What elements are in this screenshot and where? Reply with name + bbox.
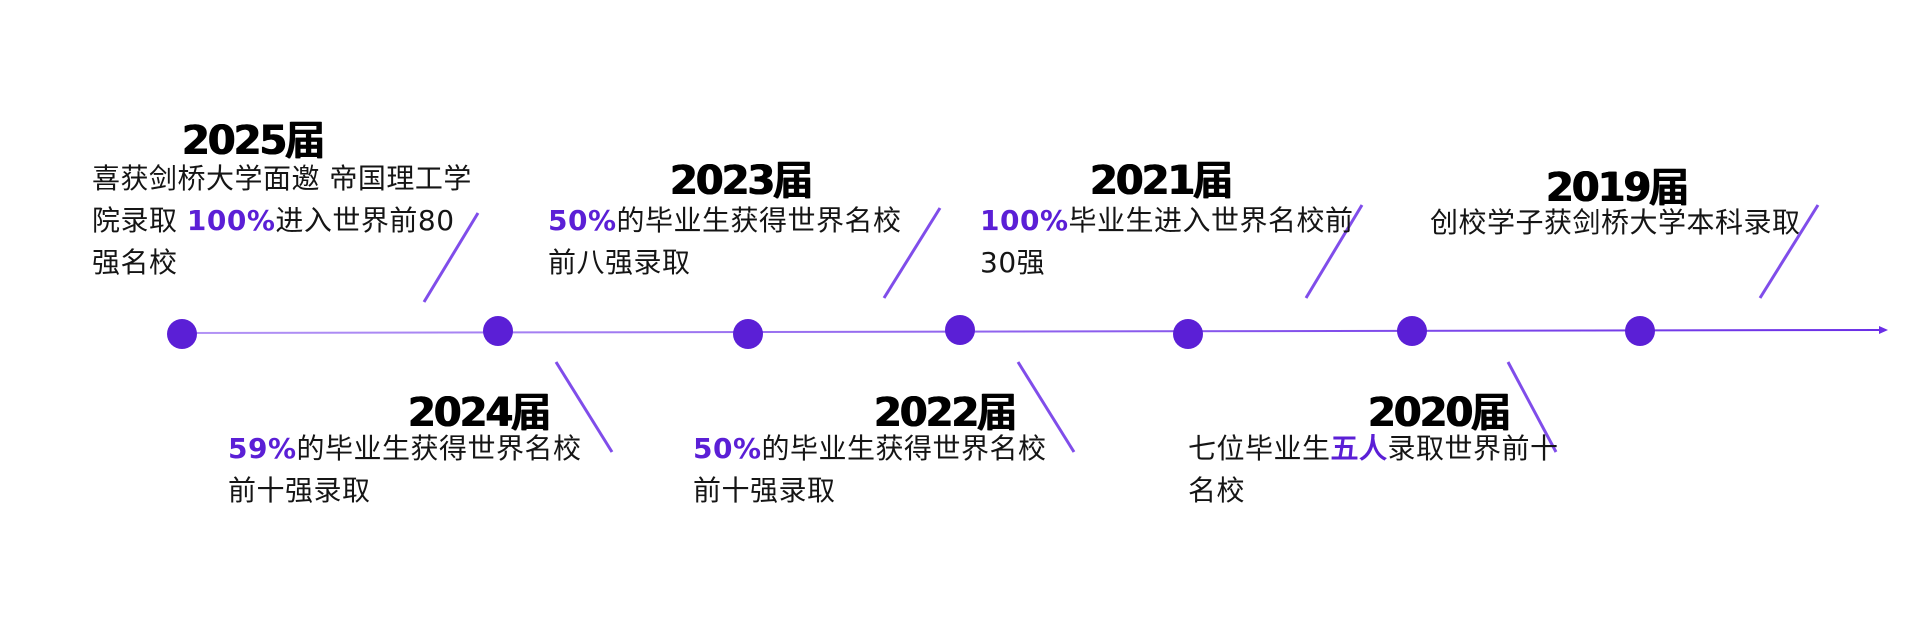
node-2019	[1625, 316, 1655, 346]
event-year-2019: 2019届	[1546, 165, 1689, 211]
event-desc-2019: 创校学子获剑桥大学本科录取	[1430, 202, 1810, 244]
event-desc-2021: 100%毕业生进入世界名校前30强	[980, 200, 1360, 284]
connector-2021	[1070, 204, 1364, 300]
timeline-arrowhead	[1879, 326, 1888, 334]
desc-highlight: 59%	[228, 432, 297, 465]
desc-text: 的毕业生获得世界名校前八强录取	[548, 204, 902, 279]
desc-highlight: 50%	[693, 432, 762, 465]
node-2024	[483, 316, 513, 346]
connector-2023	[640, 207, 942, 300]
desc-text: 进入世界前80强名校	[92, 204, 455, 279]
desc-text: 喜获剑桥大学面邀 帝国理工学院录取	[92, 162, 472, 237]
node-2021	[1173, 319, 1203, 349]
event-year-2025: 2025届	[182, 118, 325, 164]
node-2022	[945, 315, 975, 345]
event-year-2023: 2023届	[670, 158, 813, 204]
event-desc-2023: 50%的毕业生获得世界名校前八强录取	[548, 200, 928, 284]
event-desc-2024: 59%的毕业生获得世界名校前十强录取	[228, 428, 608, 512]
desc-text: 录取世界前十名校	[1188, 432, 1559, 507]
event-year-2022: 2022届	[874, 390, 1017, 436]
event-year-2021: 2021届	[1090, 158, 1233, 204]
event-year-2020: 2020届	[1368, 390, 1511, 436]
event-year-2024: 2024届	[408, 390, 551, 436]
connector-2022	[780, 360, 1076, 453]
node-2025	[167, 319, 197, 349]
desc-highlight: 100%	[186, 204, 276, 237]
connector-2019	[1520, 204, 1820, 300]
timeline-axis	[181, 329, 1881, 334]
desc-text: 的毕业生获得世界名校前十强录取	[693, 432, 1047, 507]
node-2020	[1397, 316, 1427, 346]
event-desc-2025: 喜获剑桥大学面邀 帝国理工学院录取 100%进入世界前80强名校	[92, 158, 472, 284]
connector-2020	[1276, 360, 1558, 453]
desc-highlight: 50%	[548, 204, 617, 237]
desc-text: 创校学子获剑桥大学本科录取	[1430, 206, 1801, 239]
event-desc-2020: 七位毕业生五人录取世界前十名校	[1188, 428, 1568, 512]
desc-text: 七位毕业生	[1188, 432, 1331, 465]
desc-text: 的毕业生获得世界名校前十强录取	[228, 432, 582, 507]
desc-text: 毕业生进入世界名校前30强	[980, 204, 1354, 279]
event-desc-2022: 50%的毕业生获得世界名校前十强录取	[693, 428, 1073, 512]
desc-highlight: 100%	[980, 204, 1069, 237]
desc-highlight: 五人	[1330, 432, 1388, 465]
connector-2024	[320, 360, 614, 453]
node-2023	[733, 319, 763, 349]
connector-2025	[190, 212, 480, 304]
